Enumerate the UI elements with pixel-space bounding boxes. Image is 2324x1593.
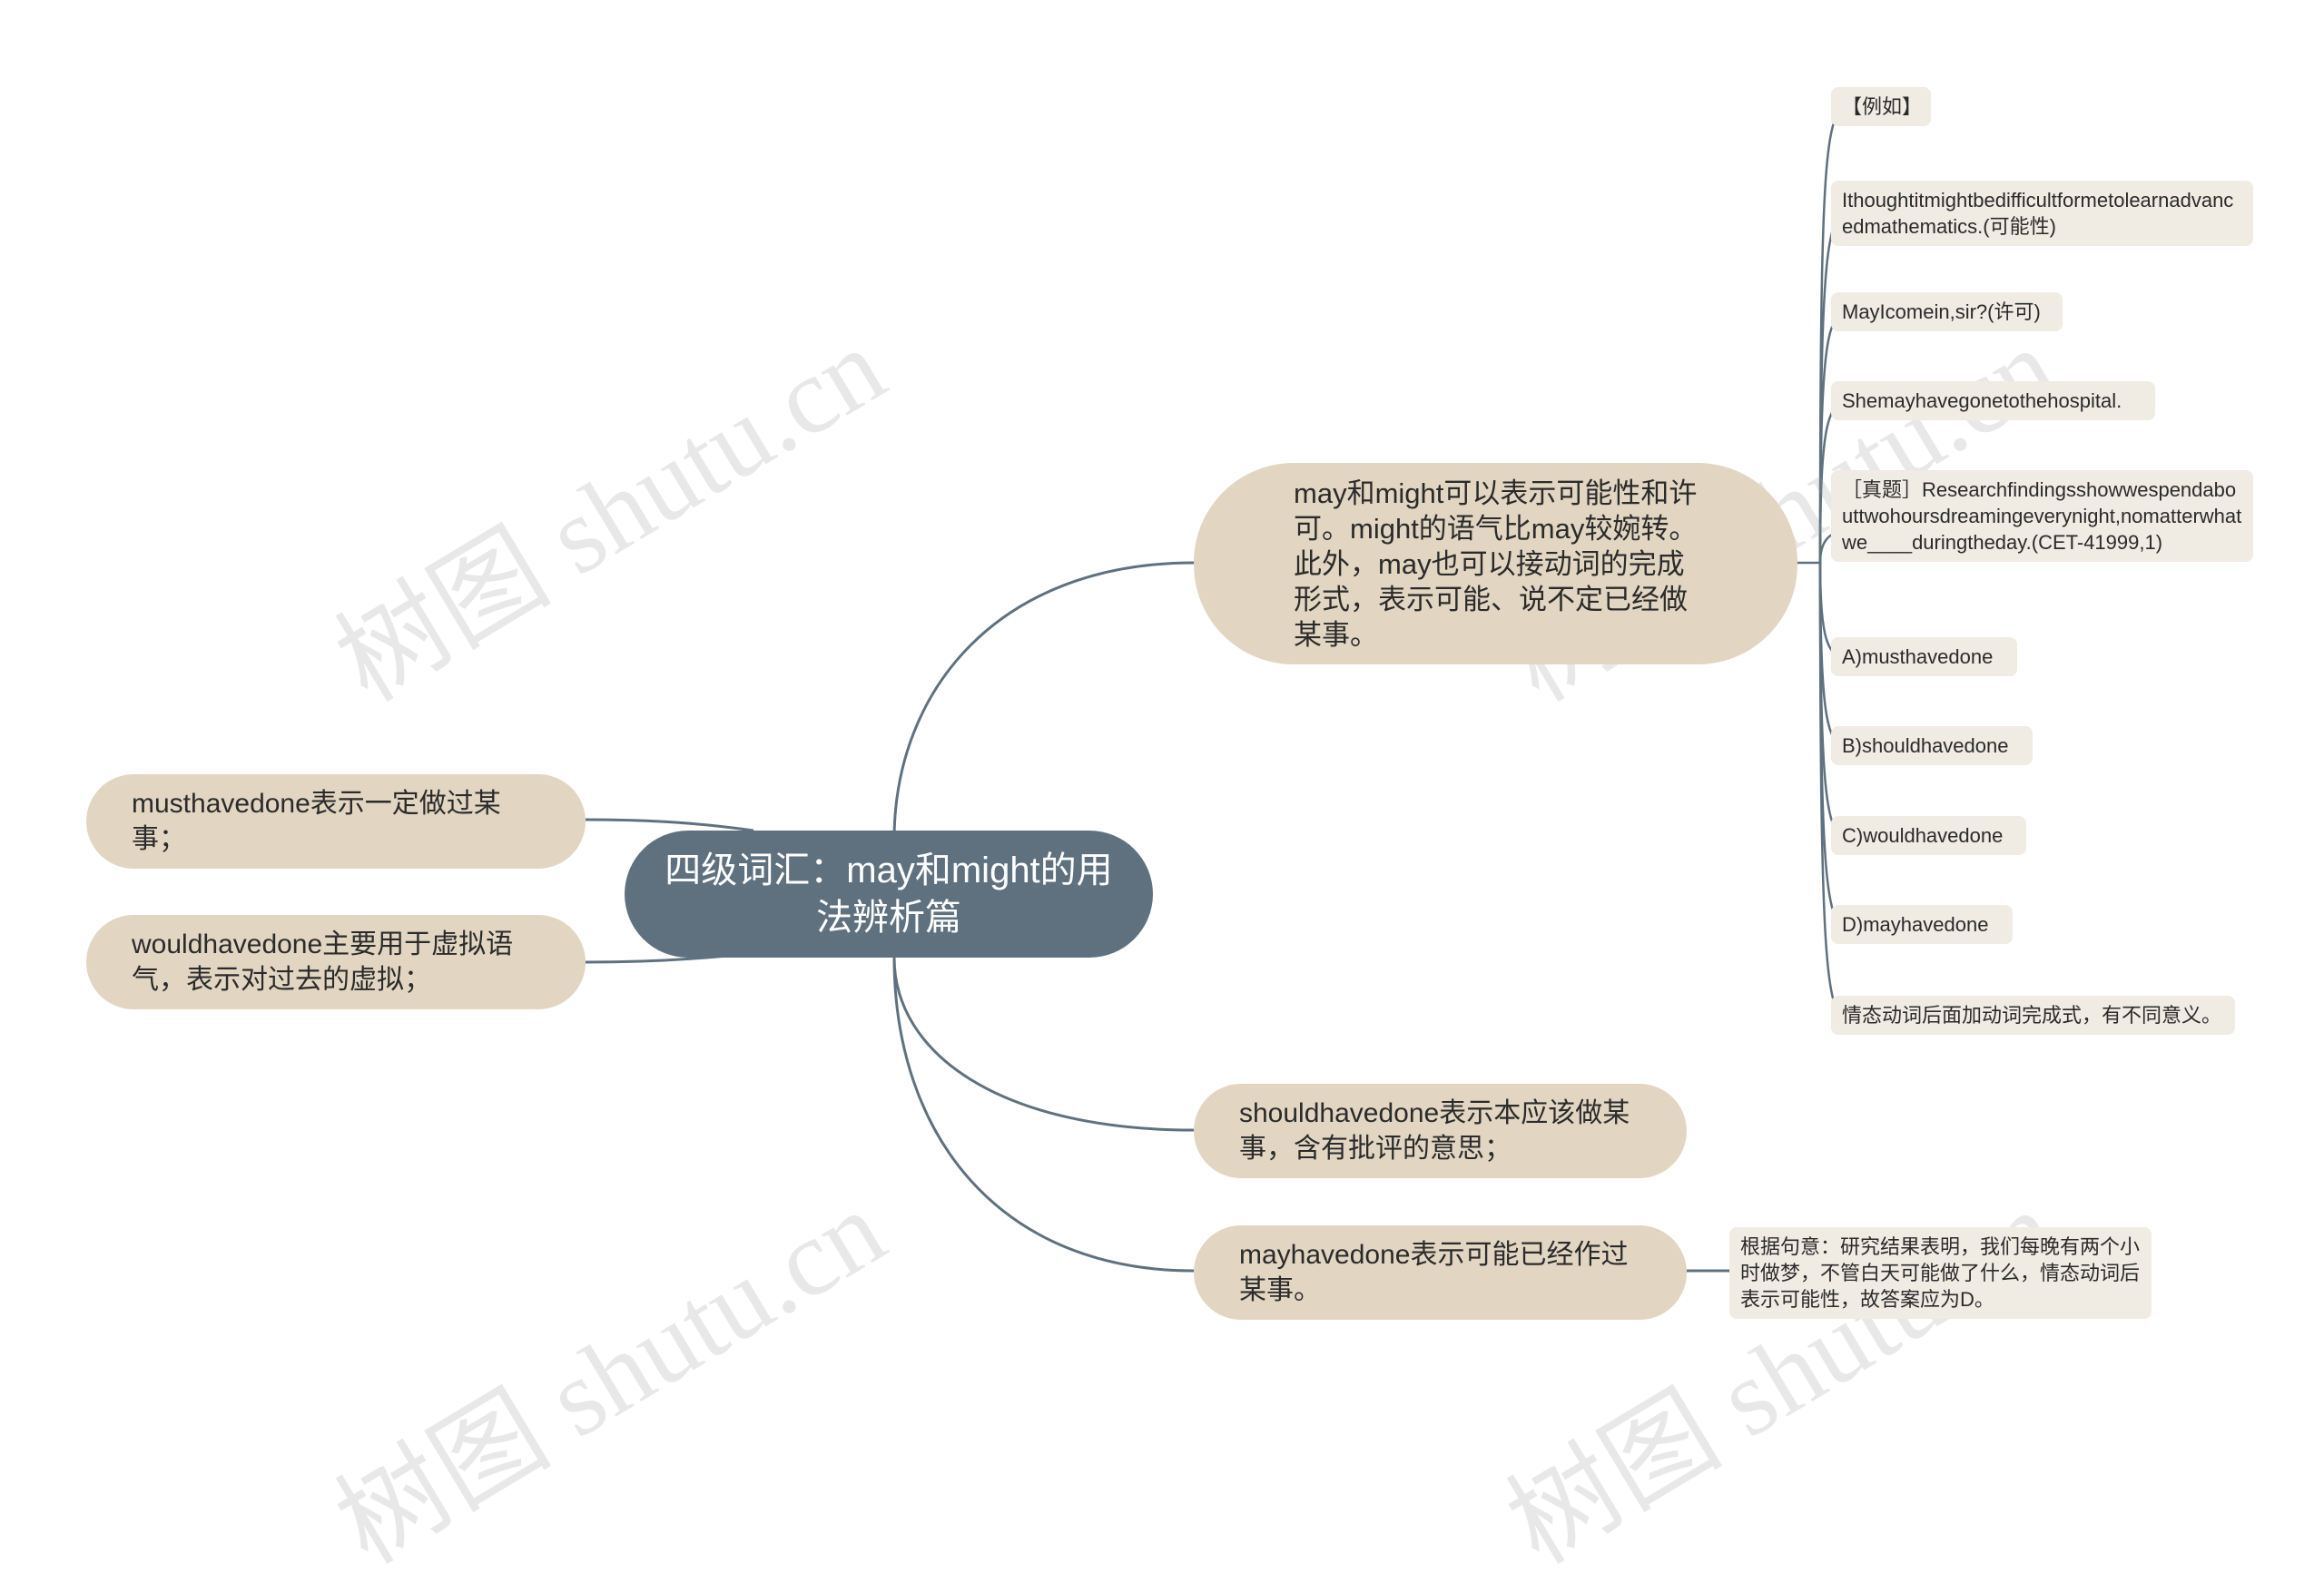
branch-may-might[interactable]: may和might可以表示可能性和许可。might的语气比may较婉转。此外，m… (1194, 463, 1797, 664)
detail-example-heading[interactable]: 【例如】 (1831, 87, 1931, 126)
detail-option-a[interactable]: A)musthavedone (1831, 637, 2017, 676)
answer-explanation[interactable]: 根据句意：研究结果表明，我们每晚有两个小时做梦，不管白天可能做了什么，情态动词后… (1729, 1227, 2152, 1319)
detail-summary[interactable]: 情态动词后面加动词完成式，有不同意义。 (1831, 996, 2235, 1035)
branch-would-have-done[interactable]: wouldhavedone主要用于虚拟语气，表示对过去的虚拟； (86, 915, 586, 1009)
branch-may-have-done[interactable]: mayhavedone表示可能已经作过某事。 (1194, 1225, 1687, 1320)
detail-option-c[interactable]: C)wouldhavedone (1831, 816, 2026, 855)
branch-must-label: musthavedone表示一定做过某事； (132, 789, 501, 854)
link-root-may-might (892, 561, 1195, 841)
link-root-must (585, 818, 754, 832)
branch-should-have-done[interactable]: shouldhavedone表示本应该做某事，含有批评的意思； (1194, 1084, 1687, 1178)
detail-example-possibility[interactable]: Ithoughtitmightbedifficultformetolearnad… (1831, 181, 2253, 246)
detail-option-b[interactable]: B)shouldhavedone (1831, 726, 2033, 765)
branch-must-have-done[interactable]: musthavedone表示一定做过某事； (86, 774, 586, 869)
branch-may-might-label: may和might可以表示可能性和许可。might的语气比may较婉转。此外，m… (1294, 477, 1698, 651)
branch-would-label: wouldhavedone主要用于虚拟语气，表示对过去的虚拟； (132, 929, 514, 995)
link-root-should (892, 957, 1195, 1132)
detail-example-hospital[interactable]: Shemayhavegonetothehospital. (1831, 381, 2155, 420)
branch-should-label: shouldhavedone表示本应该做某事，含有批评的意思； (1239, 1098, 1630, 1164)
detail-example-permission[interactable]: MayIcomein,sir?(许可) (1831, 292, 2063, 331)
root-topic-label: 四级词汇：may和might的用法辨析篇 (665, 851, 1113, 938)
root-topic[interactable]: 四级词汇：may和might的用法辨析篇 (625, 831, 1153, 958)
detail-option-d[interactable]: D)mayhavedone (1831, 905, 2013, 944)
detail-exam-question[interactable]: ［真题］Researchfindingsshowwespendabouttwoh… (1831, 470, 2253, 562)
mind-map-canvas: 树图 shutu.cn 树图 shutu.cn 树图 shutu.cn 树图 s… (86, 87, 2253, 1586)
link-root-may-have (892, 957, 1195, 1273)
branch-may-have-label: mayhavedone表示可能已经作过某事。 (1239, 1240, 1629, 1305)
